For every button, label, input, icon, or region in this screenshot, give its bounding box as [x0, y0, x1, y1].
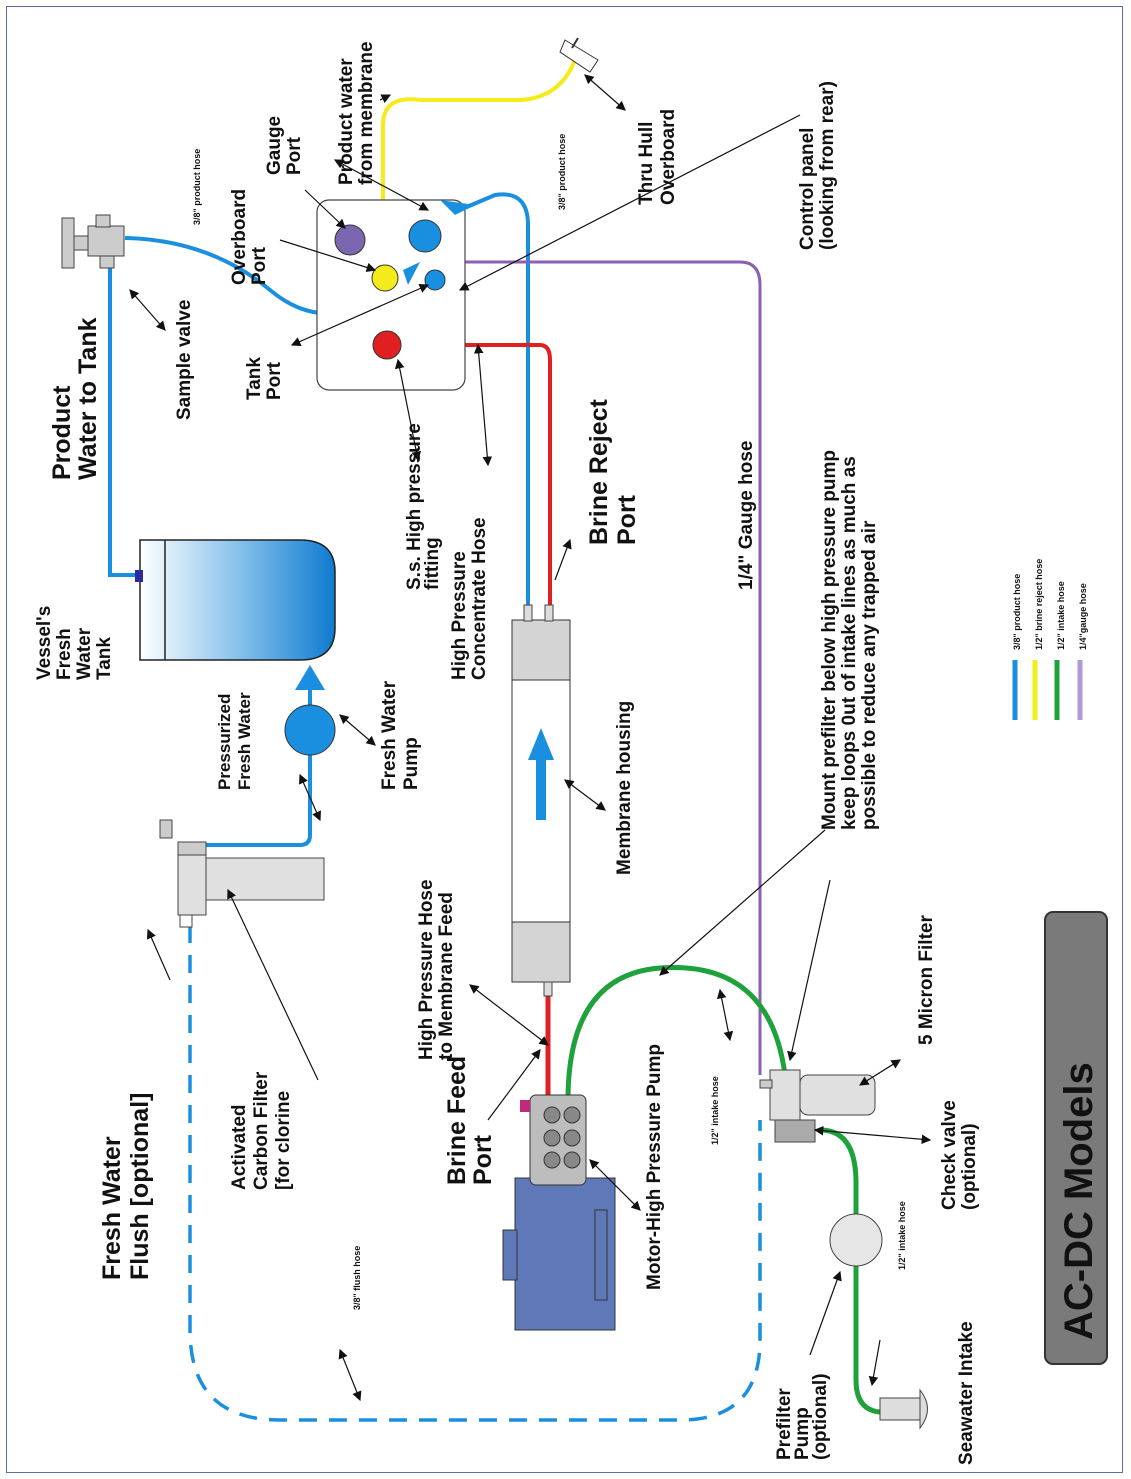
- carbon-filter: [159, 819, 325, 928]
- legend-label: 1/2" intake hose: [1056, 581, 1066, 650]
- membrane-housing: [511, 604, 571, 997]
- motor-high-pressure-pump: [502, 1094, 616, 1331]
- label-brine-feed: Brine FeedPort: [443, 1056, 497, 1185]
- label-hose-flush: 3/8" flush hose: [352, 1246, 362, 1310]
- label-tank-port: TankPort: [244, 357, 285, 400]
- prefilter-pump: [829, 1213, 883, 1267]
- label-sample-valve: Sample valve: [174, 300, 195, 420]
- label-hp-concentrate: High PressureConcentrate Hose: [449, 517, 490, 680]
- label-hose-intake-2: 1/2" intake hose: [897, 1201, 907, 1270]
- label-overboard-port: OverboardPort: [229, 189, 270, 285]
- leader-arrows: [129, 74, 932, 1402]
- gauge-port: [334, 224, 366, 256]
- control-panel: [316, 199, 475, 391]
- intake-hose-lower: [819, 1127, 881, 1415]
- label-vessel-tank: Vessel'sFreshWaterTank: [34, 606, 115, 680]
- label-check-valve: Check valve(optional): [939, 1100, 980, 1210]
- overboard-port: [371, 264, 399, 292]
- overboard-hose: [381, 59, 577, 272]
- label-hose-intake-1: 1/2" intake hose: [710, 1076, 720, 1145]
- label-hp-hose-feed: High Pressure Hoseto Membrane Feed: [416, 879, 457, 1060]
- label-hose-product-2: 3/8" product hose: [557, 134, 567, 210]
- sample-valve: [61, 214, 125, 269]
- label-motor-pump: Motor-High Pressure Pump: [644, 1044, 665, 1290]
- fresh-water-tank: [135, 539, 336, 661]
- label-fresh-water-pump: Fresh WaterPump: [379, 680, 422, 790]
- diagram-frame: [6, 6, 1123, 1473]
- label-control-panel: Control panel(looking from rear): [797, 81, 838, 250]
- thru-hull-fitting: [559, 37, 599, 73]
- label-product-from-membrane: Product waterfrom membrane: [336, 41, 377, 185]
- legend-label: 3/8" product hose: [1012, 574, 1022, 650]
- membrane-product-hose: [454, 192, 530, 610]
- legend-label: 1/4"gauge hose: [1078, 583, 1088, 650]
- label-micron-filter: 5 Micron Filter: [916, 915, 937, 1045]
- fresh-water-pump: [284, 665, 336, 756]
- label-membrane-housing: Membrane housing: [614, 701, 635, 875]
- legend-swatches: [1012, 660, 1083, 720]
- label-product-water-tank: ProductWater to Tank: [48, 317, 102, 480]
- flush-hose: [188, 925, 762, 1422]
- label-hose-product-1: 3/8" product hose: [192, 149, 202, 225]
- product-to-tank-hose: [108, 262, 140, 577]
- title-box: [1044, 911, 1108, 1365]
- legend-label: 1/2" brine reject hose: [1034, 559, 1044, 650]
- fresh-water-hose: [200, 690, 312, 847]
- label-mount-note: Mount prefilter below high pressure pump…: [819, 450, 880, 830]
- brine-reject-hose: [388, 343, 552, 610]
- label-gauge-port: GaugePort: [264, 116, 305, 175]
- seawater-intake: [879, 1388, 928, 1430]
- tank-port: [424, 269, 446, 291]
- label-gauge-hose: 1/4" Gauge hose: [736, 441, 757, 590]
- label-fresh-water-flush: Fresh WaterFlush [optional]: [98, 1093, 154, 1280]
- intake-hose-upper: [565, 964, 788, 1096]
- label-ss-fitting: S.s. High pressurefitting: [404, 423, 443, 590]
- product-port: [408, 219, 442, 253]
- label-seawater-intake: Seawater Intake: [956, 1321, 977, 1465]
- label-thru-hull: Thru HullOverboard: [636, 109, 679, 205]
- label-prefilter-pump: PrefilterPump(optional): [774, 1373, 831, 1460]
- brine-reject-port: [372, 330, 402, 360]
- diagram-title: AC-DC Models: [1057, 1062, 1101, 1340]
- label-brine-reject: Brine RejectPort: [585, 398, 641, 545]
- labels: Fresh WaterFlush [optional] ActivatedCarb…: [34, 41, 1101, 1465]
- micron-filter: [759, 1069, 876, 1143]
- label-activated-carbon: ActivatedCarbon Filter[for clorine: [229, 1071, 294, 1190]
- label-pressurized-fresh: PressurizedFresh Water: [215, 692, 254, 790]
